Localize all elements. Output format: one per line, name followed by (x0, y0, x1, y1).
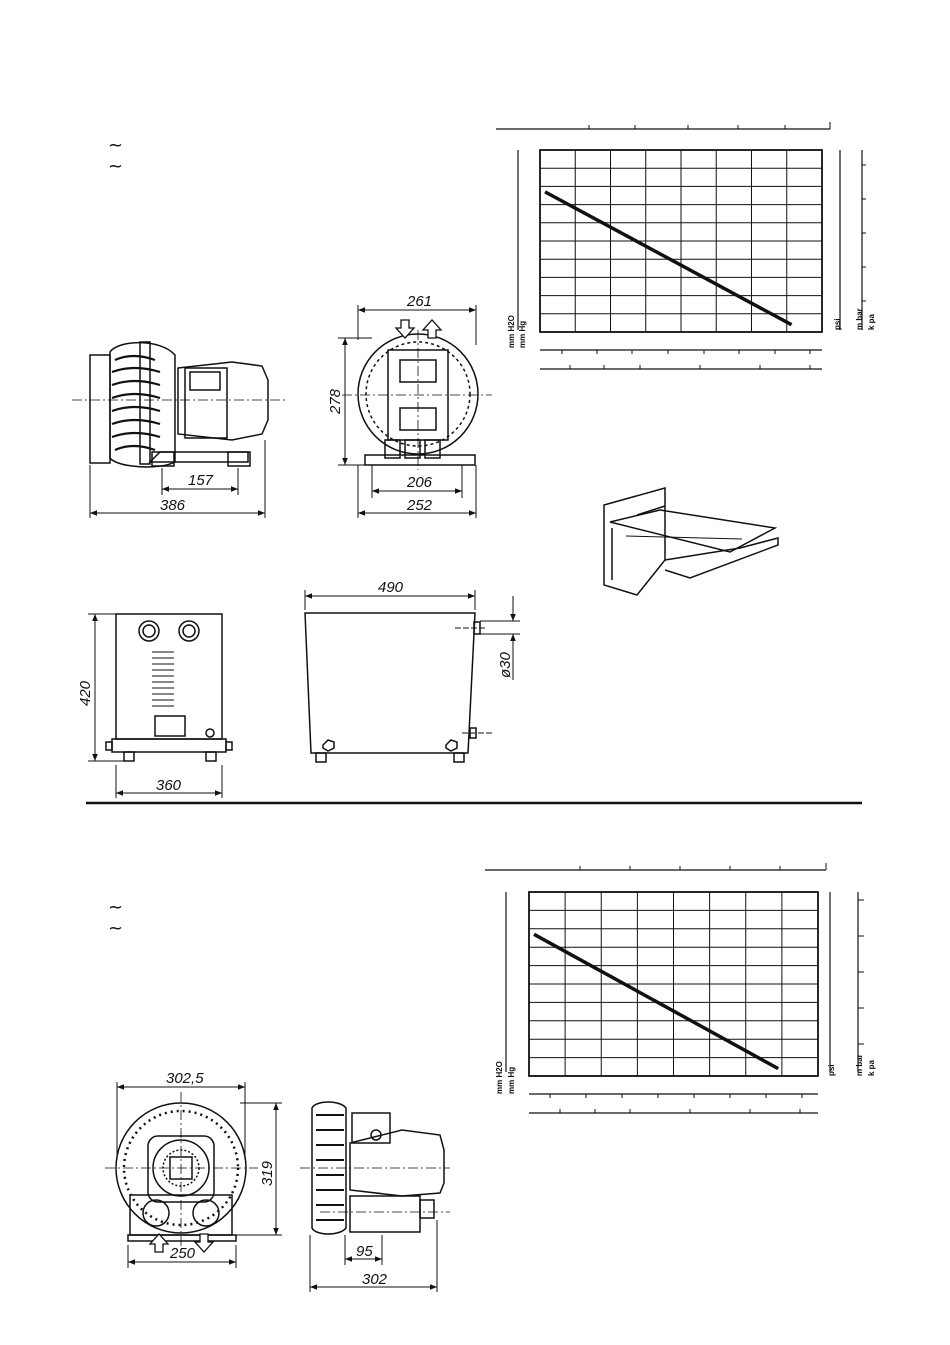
performance-curve (545, 192, 792, 325)
mounting-bracket (604, 488, 778, 595)
dim-cabinet-depth: 490 (378, 579, 404, 596)
top-scale-ticks (589, 122, 830, 129)
cabinet-side-view (305, 613, 480, 762)
bottom-scale-ticks (550, 1094, 802, 1113)
dimension-cabinet-side (305, 590, 520, 733)
cabinet-front-view (106, 614, 232, 761)
bottom-scale-ticks (562, 350, 810, 369)
dim-cabinet-width: 360 (156, 777, 182, 794)
dim-side-foot: 95 (356, 1243, 373, 1260)
dim-port-diameter: ø30 (497, 651, 514, 678)
dim-front-width: 302,5 (166, 1070, 204, 1087)
ac-symbol: ~ (108, 897, 123, 918)
dim-side-length: 302 (362, 1271, 388, 1288)
unit-mbar: m bar (855, 1054, 864, 1076)
chart-grid (540, 150, 822, 332)
performance-chart-1: mm H2O mm Hg psi m bar k pa (496, 122, 876, 369)
ac-symbols-2: ~ ~ (108, 897, 123, 939)
unit-mm-hg: mm Hg (507, 1067, 516, 1094)
performance-curve (534, 934, 778, 1068)
unit-psi: psi (827, 1064, 836, 1076)
inlet-outlet-arrows-1 (396, 320, 441, 338)
unit-kpa: k pa (867, 1059, 876, 1076)
unit-mm-h2o: mm H2O (507, 315, 516, 348)
dim-side-foot: 157 (188, 472, 214, 489)
unit-mbar: m bar (855, 308, 864, 330)
dim-front-width: 261 (406, 293, 432, 310)
chart-grid (529, 892, 818, 1076)
dim-front-height: 278 (327, 388, 344, 415)
dim-front-base-inner: 206 (406, 474, 433, 491)
ac-symbols-1: ~ ~ (108, 135, 123, 177)
ac-symbol: ~ (108, 135, 123, 156)
dim-front-base-outer: 252 (406, 497, 433, 514)
dim-cabinet-height: 420 (77, 680, 94, 706)
unit-kpa: k pa (867, 313, 876, 330)
ac-symbol: ~ (108, 918, 123, 939)
dim-front-height: 319 (259, 1160, 276, 1186)
performance-chart-2: mm H2O mm Hg psi m bar k pa (485, 863, 876, 1113)
unit-mm-h2o: mm H2O (495, 1061, 504, 1094)
side-view-blower-1 (90, 342, 268, 467)
unit-mm-hg: mm Hg (518, 321, 527, 348)
top-scale-ticks (580, 863, 826, 870)
dim-side-length: 386 (160, 497, 186, 514)
dim-front-base: 250 (169, 1245, 196, 1262)
ac-symbol: ~ (108, 156, 123, 177)
unit-psi: psi (833, 318, 842, 330)
